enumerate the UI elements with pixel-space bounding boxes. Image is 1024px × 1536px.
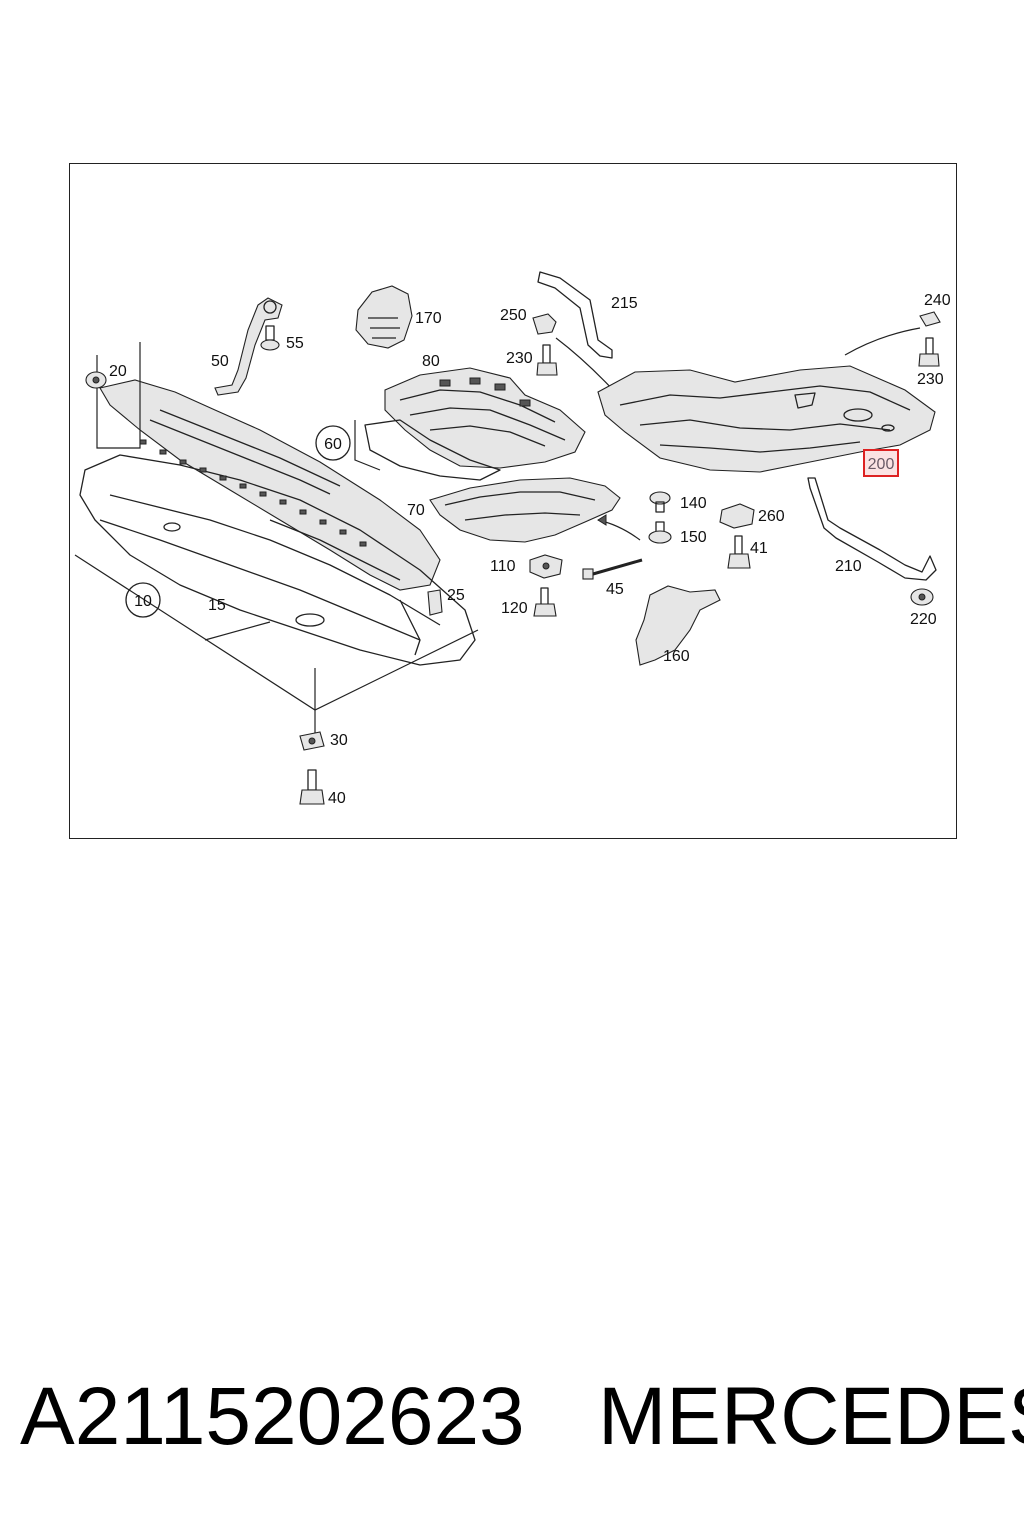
callout-50: 50 (211, 353, 229, 370)
callout-45: 45 (606, 581, 624, 598)
callout-55: 55 (286, 335, 304, 352)
screw-120 (533, 587, 557, 617)
diagram-frame (69, 163, 957, 839)
bolt-55 (260, 325, 280, 351)
screw-230-left (536, 344, 558, 376)
bracket-210 (807, 477, 937, 581)
clip-240 (919, 311, 941, 327)
callout-25: 25 (447, 587, 465, 604)
shield-60 (354, 419, 501, 481)
bracket-50 (214, 297, 283, 396)
nut-220 (910, 588, 934, 606)
callout-15: 15 (208, 597, 226, 614)
part-number: A2115202623 (20, 1371, 525, 1462)
callout-40: 40 (328, 790, 346, 807)
callout-30: 30 (330, 732, 348, 749)
front-underbody-panel (74, 342, 479, 735)
callout-210: 210 (835, 558, 862, 575)
callout-220: 220 (910, 611, 937, 628)
highlight-box-200 (863, 449, 899, 477)
screw-230-right (918, 337, 940, 367)
callout-150: 150 (680, 529, 707, 546)
brand-name: MERCEDES (598, 1371, 1024, 1462)
clip-20 (85, 371, 107, 389)
clip-250 (532, 313, 557, 335)
callout-260: 260 (758, 508, 785, 525)
callout-230-right: 230 (917, 371, 944, 388)
callout-240: 240 (924, 292, 951, 309)
shield-70 (429, 477, 621, 543)
callout-41: 41 (750, 540, 768, 557)
callout-120: 120 (501, 600, 528, 617)
direction-arrow (597, 514, 641, 541)
callout-230-left: 230 (506, 350, 533, 367)
nut-110 (529, 554, 563, 579)
screw-41 (727, 535, 751, 569)
callout-170: 170 (415, 310, 442, 327)
callout-215: 215 (611, 295, 638, 312)
callout-80: 80 (422, 353, 440, 370)
mount-260 (719, 503, 755, 529)
callout-labels: 10 15 20 25 30 40 41 45 50 55 60 70 80 1… (109, 292, 951, 807)
grommet-140 (649, 491, 671, 513)
callout-60: 60 (324, 436, 342, 453)
bracket-215 (537, 271, 613, 359)
underbody-panel-200 (597, 327, 936, 473)
product-caption: A2115202623 MERCEDES (20, 1371, 1024, 1462)
nut-30 (299, 731, 325, 751)
callout-200: 200 (868, 456, 895, 473)
callout-110: 110 (490, 558, 516, 575)
liner-160 (635, 585, 721, 666)
callout-250: 250 (500, 307, 527, 324)
callout-70: 70 (407, 502, 425, 519)
callout-140: 140 (680, 495, 707, 512)
engine-cover-80 (384, 367, 586, 469)
duct-170 (355, 285, 413, 349)
grommet-150 (648, 521, 672, 544)
clip-25 (427, 589, 443, 616)
cable-tie-45 (582, 558, 643, 580)
callout-20: 20 (109, 363, 127, 380)
callout-160: 160 (663, 648, 690, 665)
screw-40 (299, 769, 325, 805)
callout-10: 10 (134, 593, 152, 610)
